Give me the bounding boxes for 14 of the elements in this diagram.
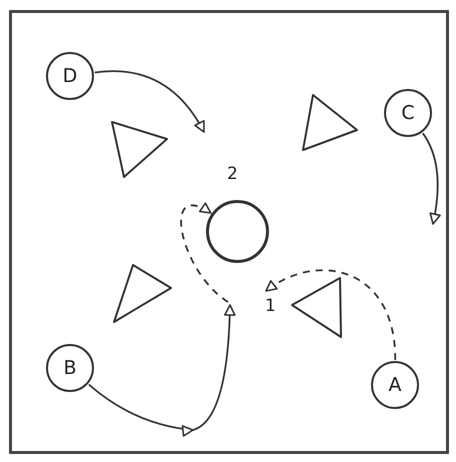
player-letter: C [401, 104, 415, 122]
player-circle [46, 344, 94, 392]
movement-arrow [88, 304, 236, 437]
player-circle [46, 52, 94, 100]
player-letter: A [388, 376, 402, 394]
player-letter: B [63, 358, 77, 378]
player-circle [384, 89, 432, 137]
movement-arrow [180, 203, 229, 303]
movement-arrow [422, 132, 441, 225]
center-circle [206, 200, 269, 263]
movement-arrow [94, 70, 205, 133]
player-letter: D [62, 66, 78, 86]
movement-arrow [265, 269, 396, 360]
player-circle [371, 361, 419, 409]
